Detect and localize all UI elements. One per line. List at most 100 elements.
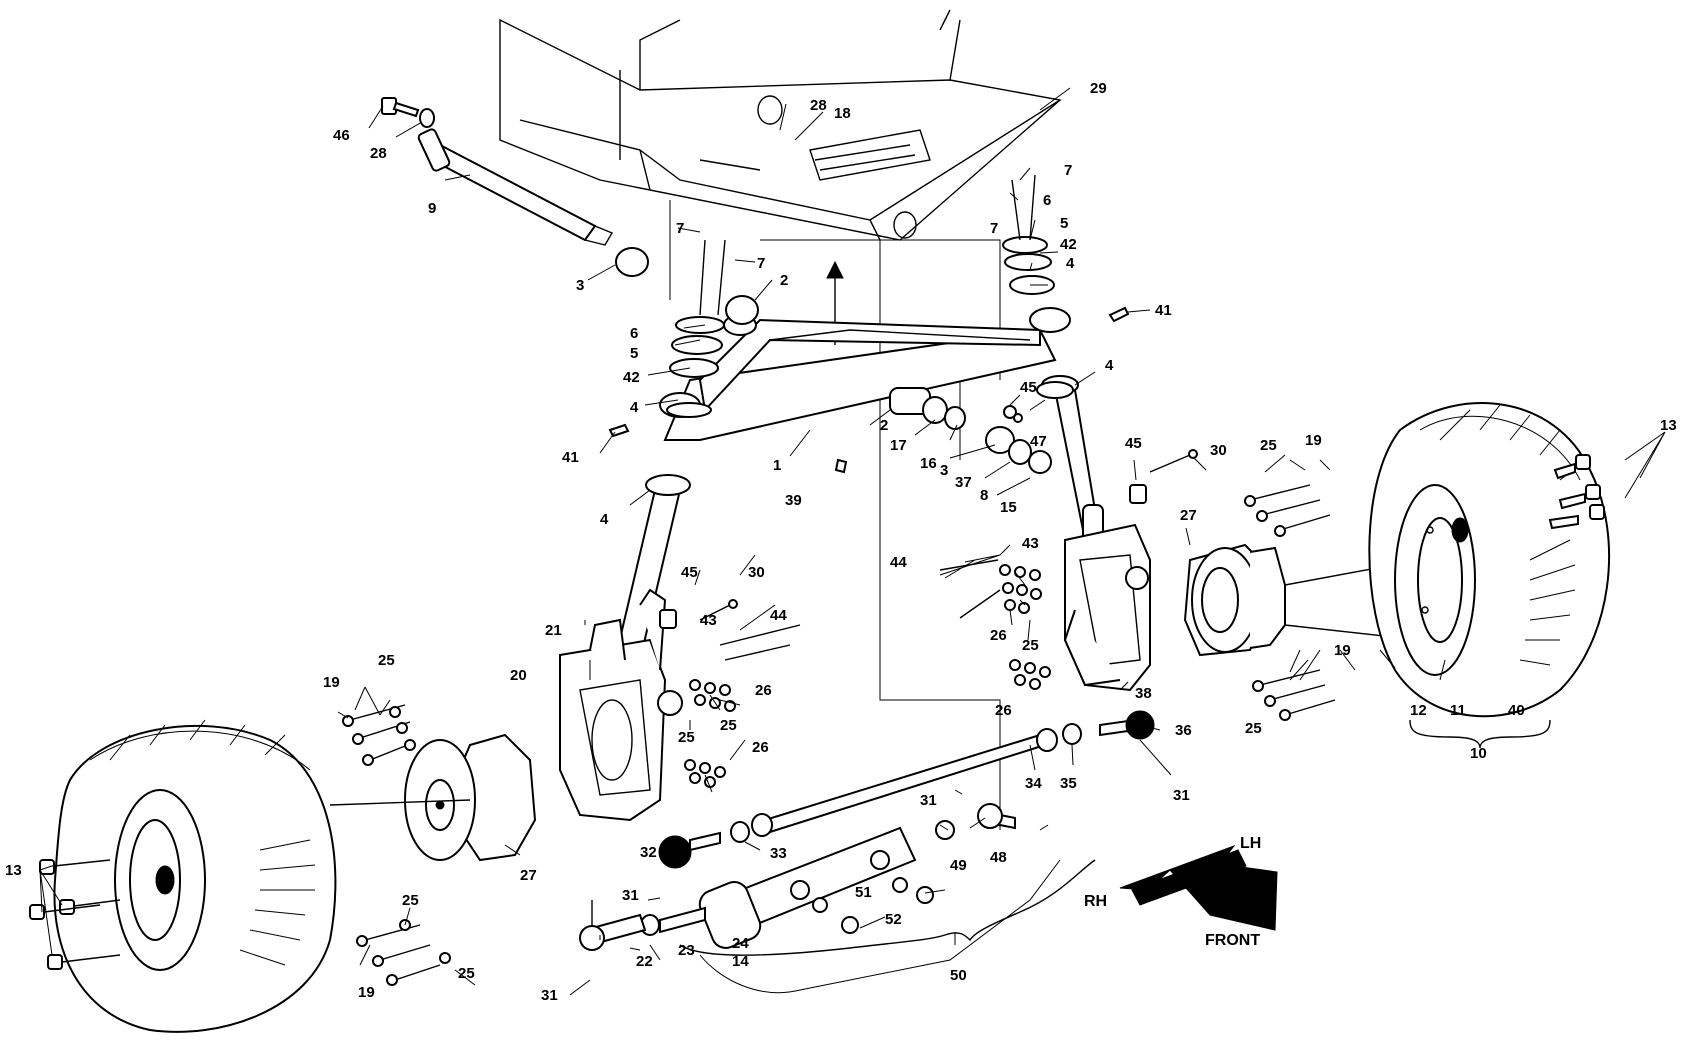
callout-4: 4 — [1105, 357, 1114, 374]
callout-36: 36 — [1175, 722, 1192, 739]
callout-27: 27 — [1180, 507, 1197, 524]
left-hub — [329, 733, 537, 862]
leader-lines — [39, 87, 1666, 996]
callout-25: 25 — [720, 717, 737, 734]
callout-7: 7 — [757, 255, 765, 272]
callout-45: 45 — [1020, 379, 1037, 396]
callout-26: 26 — [752, 739, 769, 756]
callout-44: 44 — [770, 607, 787, 624]
callout-23: 23 — [678, 942, 695, 959]
callout-20: 20 — [510, 667, 527, 684]
callout-10: 10 — [1470, 745, 1487, 762]
callout-33: 33 — [770, 845, 787, 862]
callout-19: 19 — [323, 674, 340, 691]
callout-35: 35 — [1060, 775, 1077, 792]
rh-label: RH — [1084, 893, 1107, 910]
callout-25: 25 — [1245, 720, 1262, 737]
callout-21: 21 — [545, 622, 562, 639]
left-bushing-stack — [666, 239, 759, 418]
callout-42: 42 — [623, 369, 640, 386]
callout-45: 45 — [681, 564, 698, 581]
callout-4: 4 — [1066, 255, 1075, 272]
callout-7: 7 — [1064, 162, 1072, 179]
left-spindle-housing — [559, 588, 683, 822]
front-label: FRONT — [1205, 932, 1260, 949]
tie-rod — [658, 710, 1155, 869]
callout-31: 31 — [622, 887, 639, 904]
callout-42: 42 — [1060, 236, 1077, 253]
callout-39: 39 — [785, 492, 802, 509]
callout-5: 5 — [1060, 215, 1068, 232]
right-bolt-group-upper — [1244, 484, 1331, 537]
callout-4: 4 — [630, 399, 639, 416]
callout-44: 44 — [890, 554, 907, 571]
callout-25: 25 — [378, 652, 395, 669]
callout-labels: 46 28 28 18 29 9 3 2 7 7 7 7 6 5 42 4 6 … — [5, 80, 1677, 1004]
callout-25: 25 — [402, 892, 419, 909]
callout-37: 37 — [955, 474, 972, 491]
left-bolt-group-lower — [356, 919, 451, 986]
right-lug-bolts — [1548, 454, 1605, 530]
callout-2: 2 — [780, 272, 788, 289]
steering-cylinder — [640, 826, 934, 949]
callout-25: 25 — [458, 965, 475, 982]
callout-31: 31 — [920, 792, 937, 809]
callout-4: 4 — [600, 511, 609, 528]
callout-26: 26 — [990, 627, 1007, 644]
callout-9: 9 — [428, 200, 436, 217]
callout-31: 31 — [1173, 787, 1190, 804]
left-wheel — [53, 719, 337, 1033]
right-wheel — [1368, 402, 1611, 718]
callout-3: 3 — [940, 462, 948, 479]
callout-43: 43 — [1022, 535, 1039, 552]
brace-10 — [1409, 719, 1551, 749]
callout-16: 16 — [920, 455, 937, 472]
right-hub — [1183, 543, 1421, 657]
cotter-pins — [659, 449, 1198, 629]
callout-18: 18 — [834, 105, 851, 122]
callout-27: 27 — [520, 867, 537, 884]
callout-7: 7 — [676, 220, 684, 237]
left-bolt-group-upper — [342, 704, 416, 766]
callout-50: 50 — [950, 967, 967, 984]
callout-31: 31 — [541, 987, 558, 1004]
callout-25: 25 — [1260, 437, 1277, 454]
callout-22: 22 — [636, 953, 653, 970]
callout-25: 25 — [678, 729, 695, 746]
pivot-rod — [417, 128, 649, 277]
bolt-46 — [381, 97, 435, 128]
right-bolt-group-lower — [1252, 669, 1336, 721]
callout-19: 19 — [1334, 642, 1351, 659]
callout-19: 19 — [358, 984, 375, 1001]
callout-19: 19 — [1305, 432, 1322, 449]
right-spindle-housing — [1063, 523, 1151, 692]
callout-30: 30 — [748, 564, 765, 581]
callout-1: 1 — [773, 457, 781, 474]
callout-6: 6 — [1043, 192, 1051, 209]
callout-7: 7 — [990, 220, 998, 237]
callout-13: 13 — [1660, 417, 1677, 434]
callout-49: 49 — [950, 857, 967, 874]
callout-43: 43 — [700, 612, 717, 629]
callout-51: 51 — [855, 884, 872, 901]
lh-label: LH — [1240, 835, 1261, 852]
left-lug-bolts — [29, 859, 121, 970]
callout-14: 14 — [732, 953, 749, 970]
callout-13: 13 — [5, 862, 22, 879]
callout-17: 17 — [890, 437, 907, 454]
callout-26: 26 — [995, 702, 1012, 719]
left-nut-cluster — [684, 624, 801, 788]
callout-25: 25 — [1022, 637, 1039, 654]
frame-bracket — [499, 9, 1062, 241]
callout-15: 15 — [1000, 499, 1017, 516]
callout-2: 2 — [880, 417, 888, 434]
callout-26: 26 — [755, 682, 772, 699]
callout-47: 47 — [1030, 433, 1047, 450]
callout-24: 24 — [732, 935, 749, 952]
callout-29: 29 — [1090, 80, 1107, 97]
right-nut-cluster — [939, 559, 1051, 690]
callout-12: 12 — [1410, 702, 1427, 719]
callout-52: 52 — [885, 911, 902, 928]
callout-6: 6 — [630, 325, 638, 342]
